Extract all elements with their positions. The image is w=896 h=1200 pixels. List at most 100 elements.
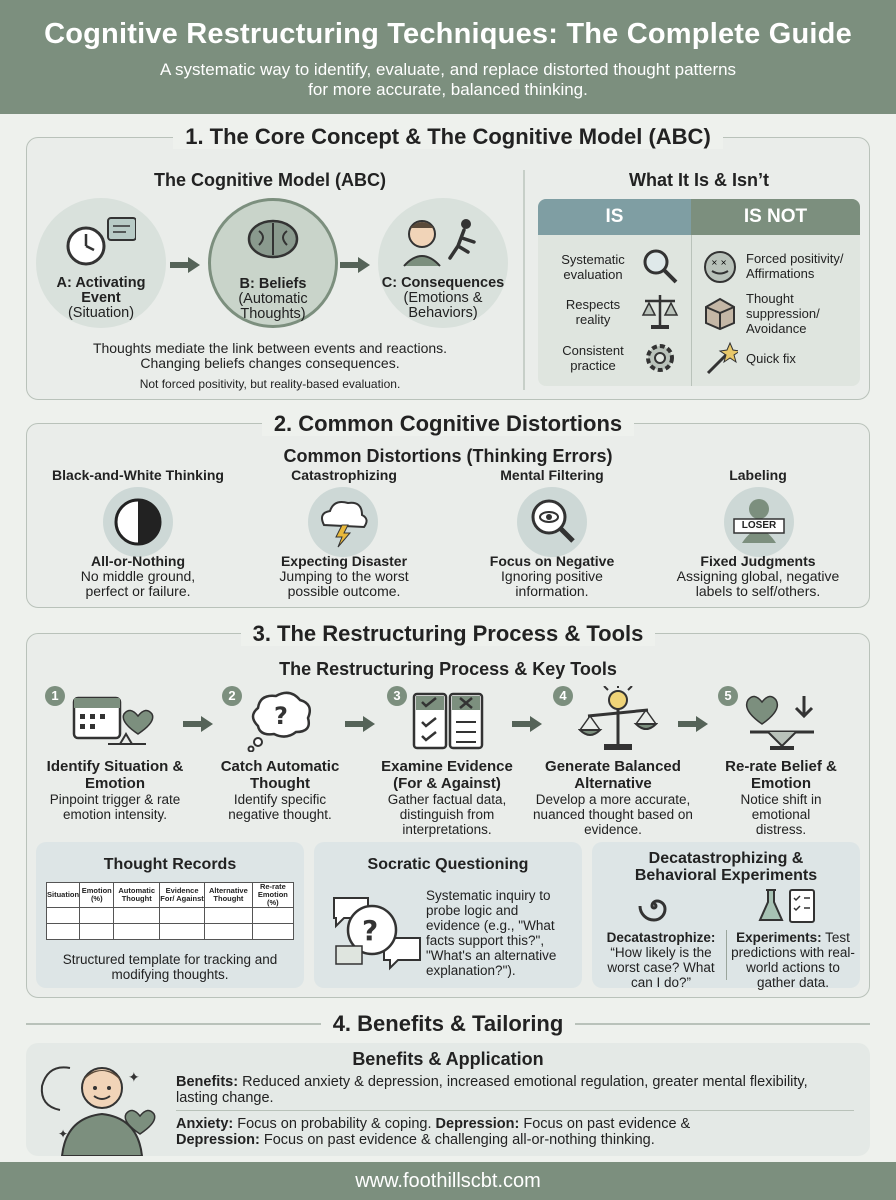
- person-illustration-icon: ✦ ✦: [40, 1066, 156, 1156]
- balance-lightbulb-icon: [578, 686, 658, 750]
- spiral-icon: [638, 899, 667, 922]
- step-title-1: Identify Situation & Emotion: [46, 758, 184, 792]
- is-item-3: Consistent practice: [562, 343, 624, 373]
- arrow-right-icon: [345, 716, 375, 732]
- loser-tag: LOSER: [741, 520, 777, 531]
- svg-text:?: ?: [362, 914, 378, 947]
- distortion-icon-bg: [308, 487, 378, 557]
- benefits-label: Benefits:: [176, 1074, 239, 1090]
- step-title-5: Re-rate Belief & Emotion: [725, 758, 837, 792]
- step-number: 4: [553, 686, 573, 706]
- distortion-label-3: Focus on Negative: [489, 553, 615, 569]
- header-banner: Cognitive Restructuring Techniques: The …: [0, 0, 896, 114]
- distortion-label-1: All-or-Nothing: [90, 553, 186, 569]
- svg-text:× ×: × ×: [711, 258, 727, 267]
- person-running-icon: [403, 219, 476, 267]
- step-number: 3: [387, 686, 407, 706]
- svg-text:✦: ✦: [58, 1127, 68, 1141]
- distortion-label-4: Fixed Judgments: [700, 553, 816, 569]
- process-title: The Restructuring Process & Key Tools: [279, 659, 617, 679]
- step-number: 5: [718, 686, 738, 706]
- footer-url[interactable]: www.foothillscbt.com: [355, 1170, 541, 1192]
- section3-title: 3. The Restructuring Process & Tools: [240, 621, 656, 646]
- b-sub: (Automatic Thoughts): [238, 291, 308, 322]
- a-sub: (Situation): [67, 305, 135, 321]
- activating-event-circle: A: Activating Event (Situation): [36, 198, 166, 328]
- model-caption-2: Changing beliefs changes consequences.: [140, 355, 400, 371]
- heart-scale-down-icon: [745, 695, 814, 750]
- checklist-icon: [412, 692, 484, 750]
- scales-icon: [641, 295, 679, 329]
- thought-bubble-icon: ?: [247, 691, 311, 752]
- step-desc-3: Gather factual data, distinguish from in…: [387, 792, 507, 837]
- section4-panel: [26, 1043, 870, 1156]
- page-subtitle-line2: for more accurate, balanced thinking.: [308, 80, 588, 99]
- gear-icon: [646, 344, 674, 372]
- table-header: Automatic Thought: [113, 882, 160, 908]
- section1-divider: [523, 170, 525, 390]
- half-circle-icon: [114, 498, 162, 546]
- exp-text: Test predictions with real-world actions…: [731, 930, 855, 990]
- benefits-title: Benefits & Application: [352, 1049, 544, 1069]
- cognitive-model-title: The Cognitive Model (ABC): [154, 170, 386, 190]
- distortion-name-1: Black-and-White Thinking: [52, 467, 224, 483]
- c-title: C: Consequences: [381, 275, 505, 291]
- distortion-name-4: Labeling: [729, 467, 787, 483]
- c-sub: (Emotions & Behaviors): [403, 290, 483, 321]
- distortion-icon-bg: [517, 487, 587, 557]
- step-desc-4: Develop a more accurate, nuanced thought…: [533, 792, 693, 837]
- flask-clipboard-icon: [758, 889, 815, 923]
- depression-label: Depression:: [435, 1116, 520, 1132]
- consequences-circle: C: Consequences (Emotions & Behaviors): [378, 198, 508, 328]
- clock-chat-icon: [66, 217, 136, 266]
- magnifier-icon: [643, 249, 678, 284]
- is-item-1: Systematic evaluation: [561, 252, 625, 282]
- step-desc-1: Pinpoint trigger & rate emotion intensit…: [49, 792, 181, 822]
- b-title: B: Beliefs: [239, 276, 307, 292]
- thought-record-table: Situation Emotion (%) Automatic Thought …: [45, 882, 295, 940]
- isnot-header: IS NOT: [691, 199, 860, 235]
- table-header: Alternative Thought: [204, 882, 253, 908]
- section4-title: 4. Benefits & Tailoring: [320, 1011, 576, 1036]
- socratic-card: Socratic Questioning ? Systematic inquir…: [314, 842, 582, 988]
- distortion-name-3: Mental Filtering: [500, 467, 604, 483]
- beliefs-circle: B: Beliefs (Automatic Thoughts): [208, 198, 338, 328]
- distortion-label-2: Expecting Disaster: [280, 553, 408, 569]
- anxiety-label: Anxiety:: [176, 1116, 234, 1132]
- anxiety-text: Focus on probability & coping.: [237, 1116, 432, 1132]
- depression-text: Focus on past evidence &: [523, 1116, 691, 1132]
- arrow-right-icon: [170, 257, 200, 273]
- brain-icon: [247, 219, 299, 259]
- isnot-item-2: Thought suppression/ Avoidance: [746, 291, 820, 336]
- is-header: IS: [538, 199, 691, 235]
- distortion-desc-2: Jumping to the worst possible outcome.: [279, 568, 409, 599]
- arrow-right-icon: [678, 716, 708, 732]
- model-caption-1: Thoughts mediate the link between events…: [92, 340, 448, 356]
- box-icon: [705, 297, 735, 331]
- distortion-desc-3: Ignoring positive information.: [501, 568, 603, 599]
- distortion-desc-4: Assigning global, negative labels to sel…: [676, 568, 840, 599]
- depression-label-2: Depression:: [176, 1132, 260, 1148]
- arrow-right-icon: [340, 257, 370, 273]
- table-header: Evidence For/ Against: [158, 882, 206, 908]
- table-header: Re-rate Emotion (%): [251, 882, 295, 908]
- step-desc-5: Notice shift in emotional distress.: [740, 792, 822, 837]
- a-title: A: Activating Event: [56, 275, 146, 306]
- thought-records-card: Thought Records Situation Emotion (%) Au…: [36, 842, 304, 988]
- page-subtitle-line1: A systematic way to identify, evaluate, …: [159, 60, 737, 79]
- decat-label: Decatastrophize:: [606, 930, 716, 945]
- thought-records-title: Thought Records: [103, 856, 237, 873]
- distortion-icon-bg: [103, 487, 173, 557]
- is-isnot-box: IS IS NOT Systematic evaluation Respects…: [538, 199, 860, 386]
- page-title: Cognitive Restructuring Techniques: The …: [44, 18, 852, 50]
- isnot-item-1: Forced positivity/ Affirmations: [746, 251, 844, 281]
- step-desc-2: Identify specific negative thought.: [228, 792, 332, 822]
- forced-smile-icon: × ×: [704, 251, 736, 283]
- distortions-title: Common Distortions (Thinking Errors): [283, 446, 613, 466]
- depression-text-2: Focus on past evidence & challenging all…: [263, 1132, 655, 1148]
- table-header: Emotion (%): [79, 882, 115, 908]
- socratic-title: Socratic Questioning: [367, 856, 529, 873]
- step-title-2: Catch Automatic Thought: [220, 758, 340, 792]
- socratic-desc: Systematic inquiry to probe logic and ev…: [426, 888, 557, 978]
- model-caption-3: Not forced positivity, but reality-based…: [139, 377, 401, 391]
